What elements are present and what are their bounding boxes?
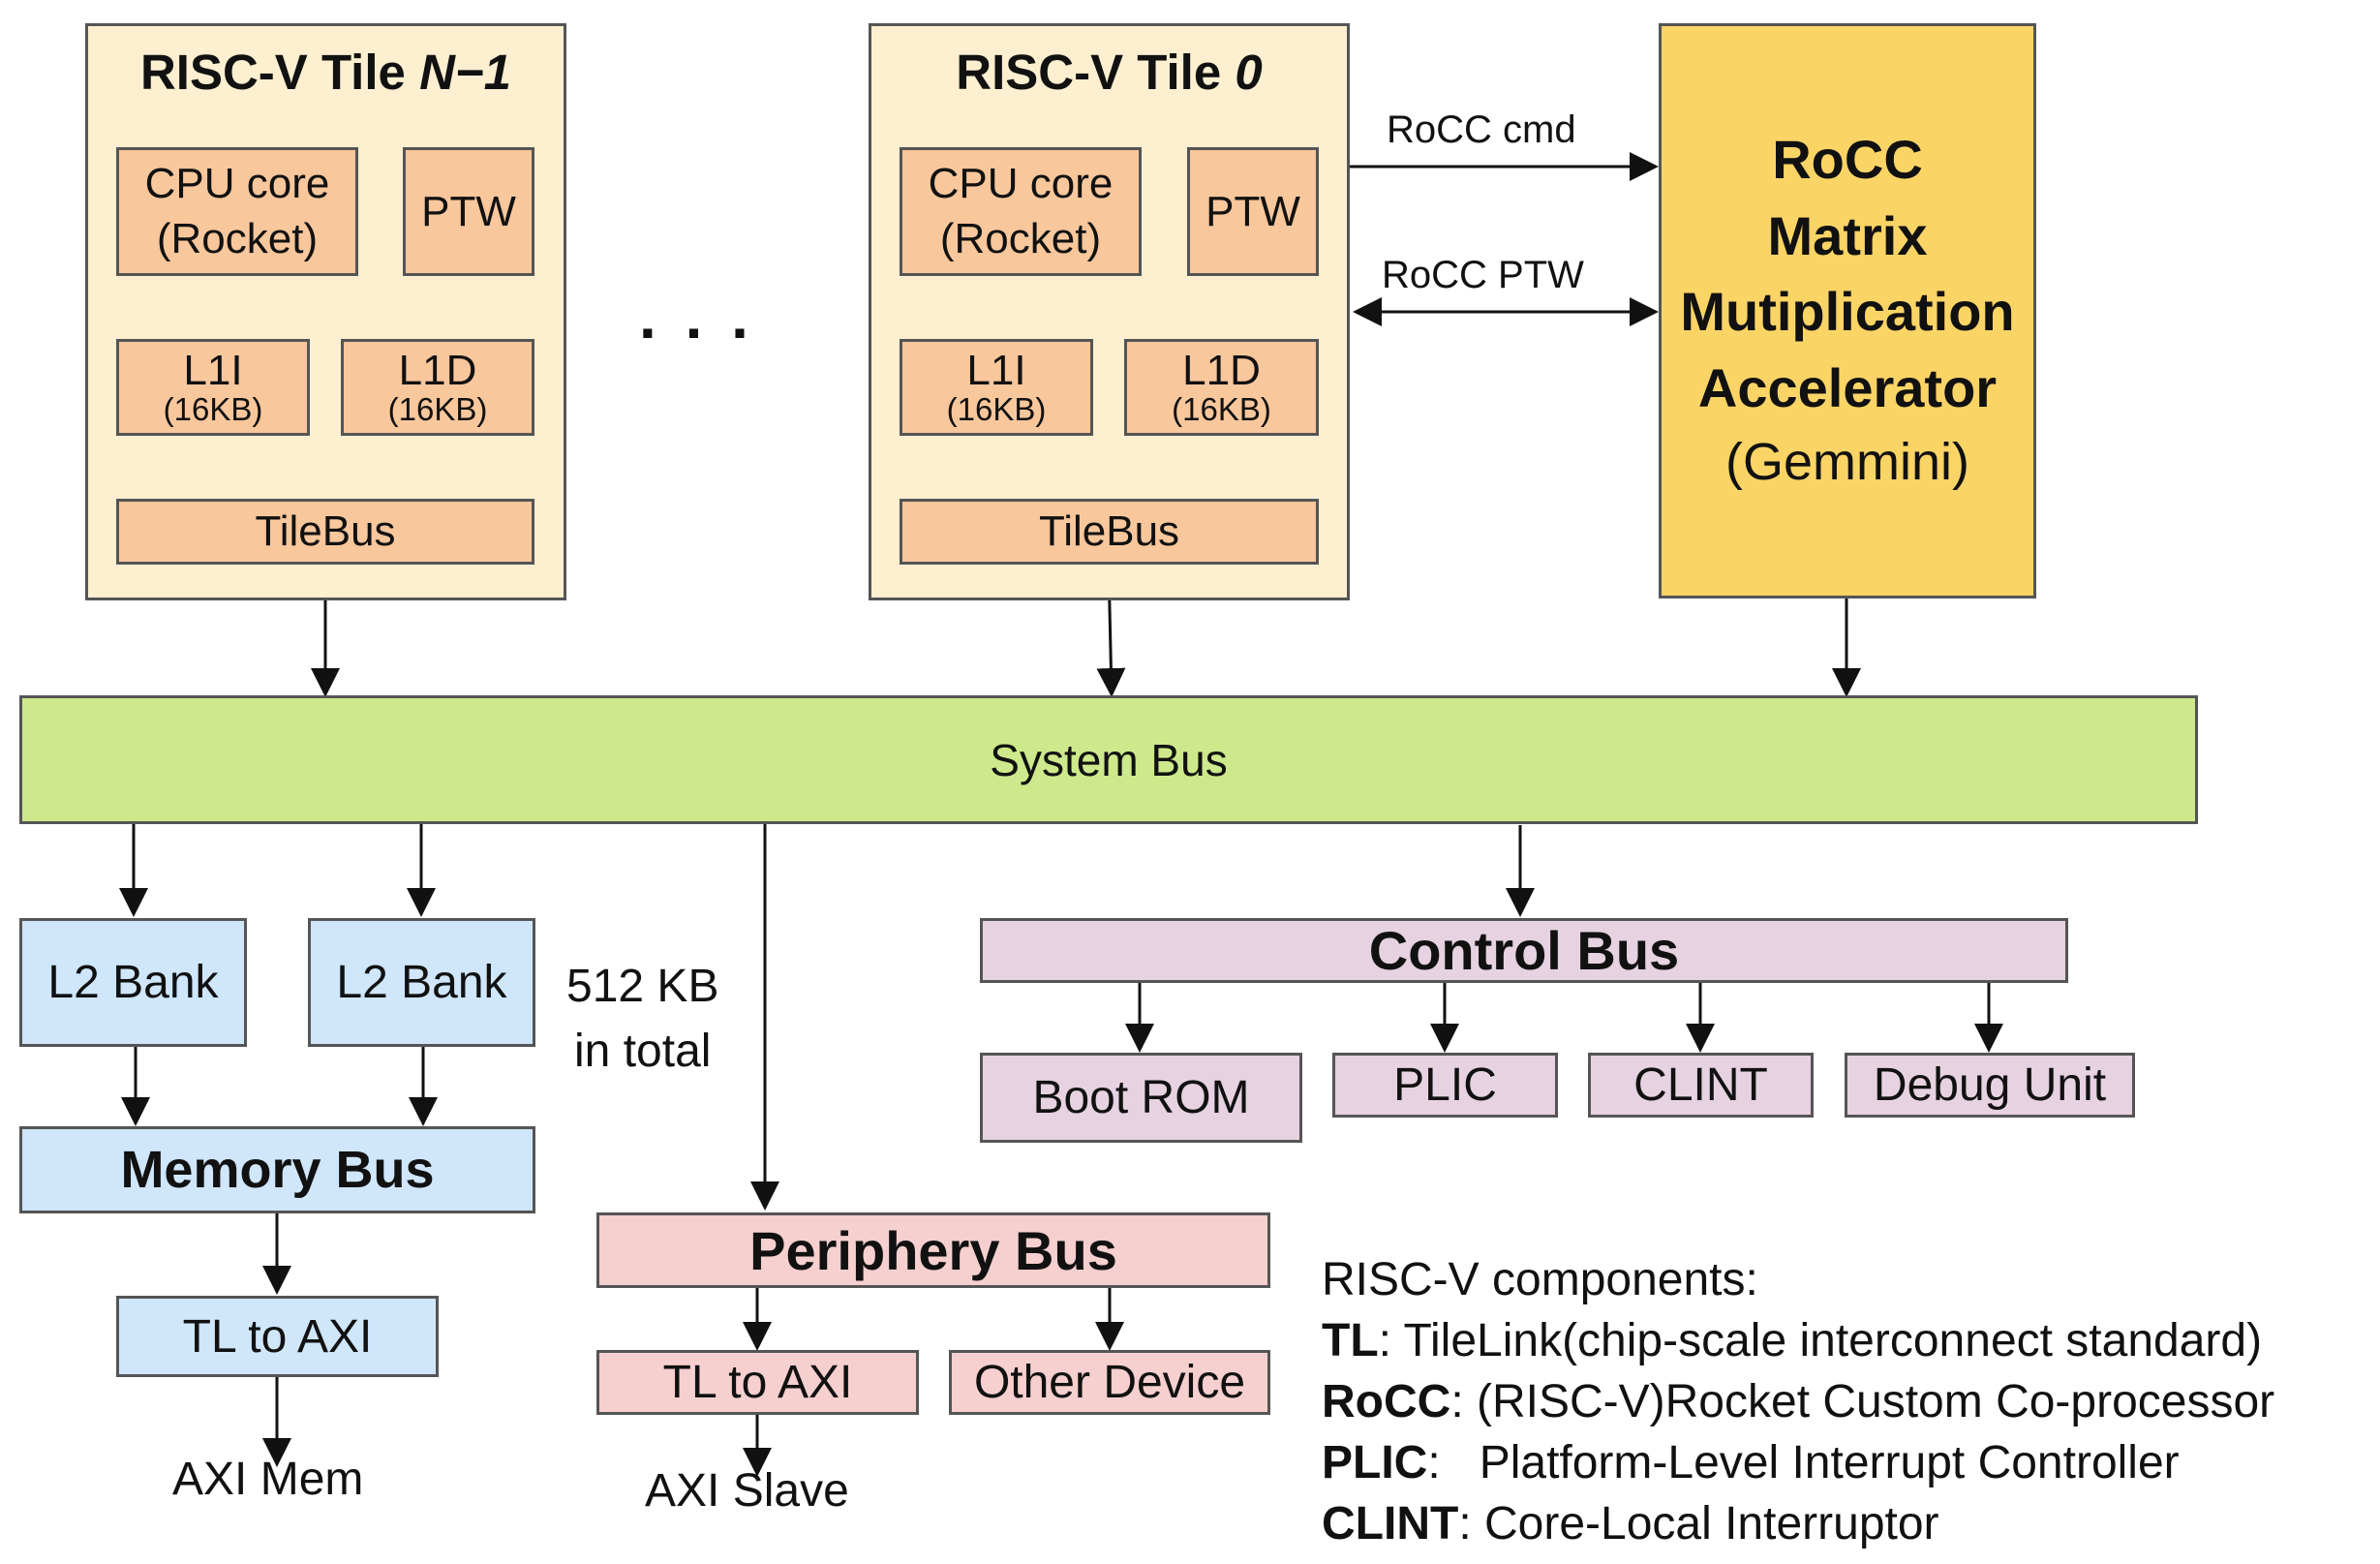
legend-item-rocc: RoCC: (RISC-V)Rocket Custom Co-processor [1322,1376,2275,1427]
legend: RISC-V components: TL: TileLink(chip-sca… [1322,1249,2274,1554]
legend-item-plic: PLIC: Platform-Level Interrupt Controlle… [1322,1437,2180,1488]
axi-mem-label: AXI Mem [172,1454,364,1505]
tilebus: TileBus [900,499,1319,565]
more-tiles-ellipsis: . . . [639,282,754,352]
tile-title: RISC-V Tile N−1 [139,45,512,100]
rocc-cmd-label: RoCC cmd [1387,108,1576,151]
periphery-bus: Periphery Bus [596,1212,1270,1288]
boot-rom: Boot ROM [980,1053,1302,1143]
l1d-cache: L1D (16KB) [341,339,534,436]
legend-item-clint: CLINT: Core-Local Interruptor [1322,1498,1939,1549]
l2-bank: L2 Bank [19,918,247,1047]
cpu-core: CPU core (Rocket) [900,147,1142,276]
tile-index: N−1 [419,45,512,100]
tile-index: 0 [1235,45,1263,100]
periphery-tl-to-axi: TL to AXI [596,1350,919,1415]
cpu-core: CPU core (Rocket) [116,147,358,276]
rocc-ptw-label: RoCC PTW [1382,254,1584,296]
memory-bus: Memory Bus [19,1126,535,1213]
legend-title: RISC-V components: [1322,1254,1758,1305]
tile-title: RISC-V Tile 0 [956,45,1263,100]
l1d-cache: L1D (16KB) [1124,339,1319,436]
plic: PLIC [1332,1053,1558,1118]
control-bus: Control Bus [980,918,2068,983]
l2-capacity-note: 512 KB in total [566,961,719,1078]
l1i-cache: L1I (16KB) [116,339,310,436]
clint: CLINT [1588,1053,1814,1118]
other-device: Other Device [949,1350,1270,1415]
l1i-cache: L1I (16KB) [900,339,1093,436]
l2-bank: L2 Bank [308,918,535,1047]
ptw: PTW [403,147,534,276]
system-bus: System Bus [19,695,2198,824]
debug-unit: Debug Unit [1845,1053,2135,1118]
gemmini-accelerator: RoCC Matrix Mutiplication Accelerator (G… [1659,23,2036,598]
memory-tl-to-axi: TL to AXI [116,1296,439,1377]
axi-slave-label: AXI Slave [645,1465,849,1517]
tilebus: TileBus [116,499,534,565]
legend-item-tl: TL: TileLink(chip-scale interconnect sta… [1322,1315,2263,1366]
ptw: PTW [1187,147,1319,276]
